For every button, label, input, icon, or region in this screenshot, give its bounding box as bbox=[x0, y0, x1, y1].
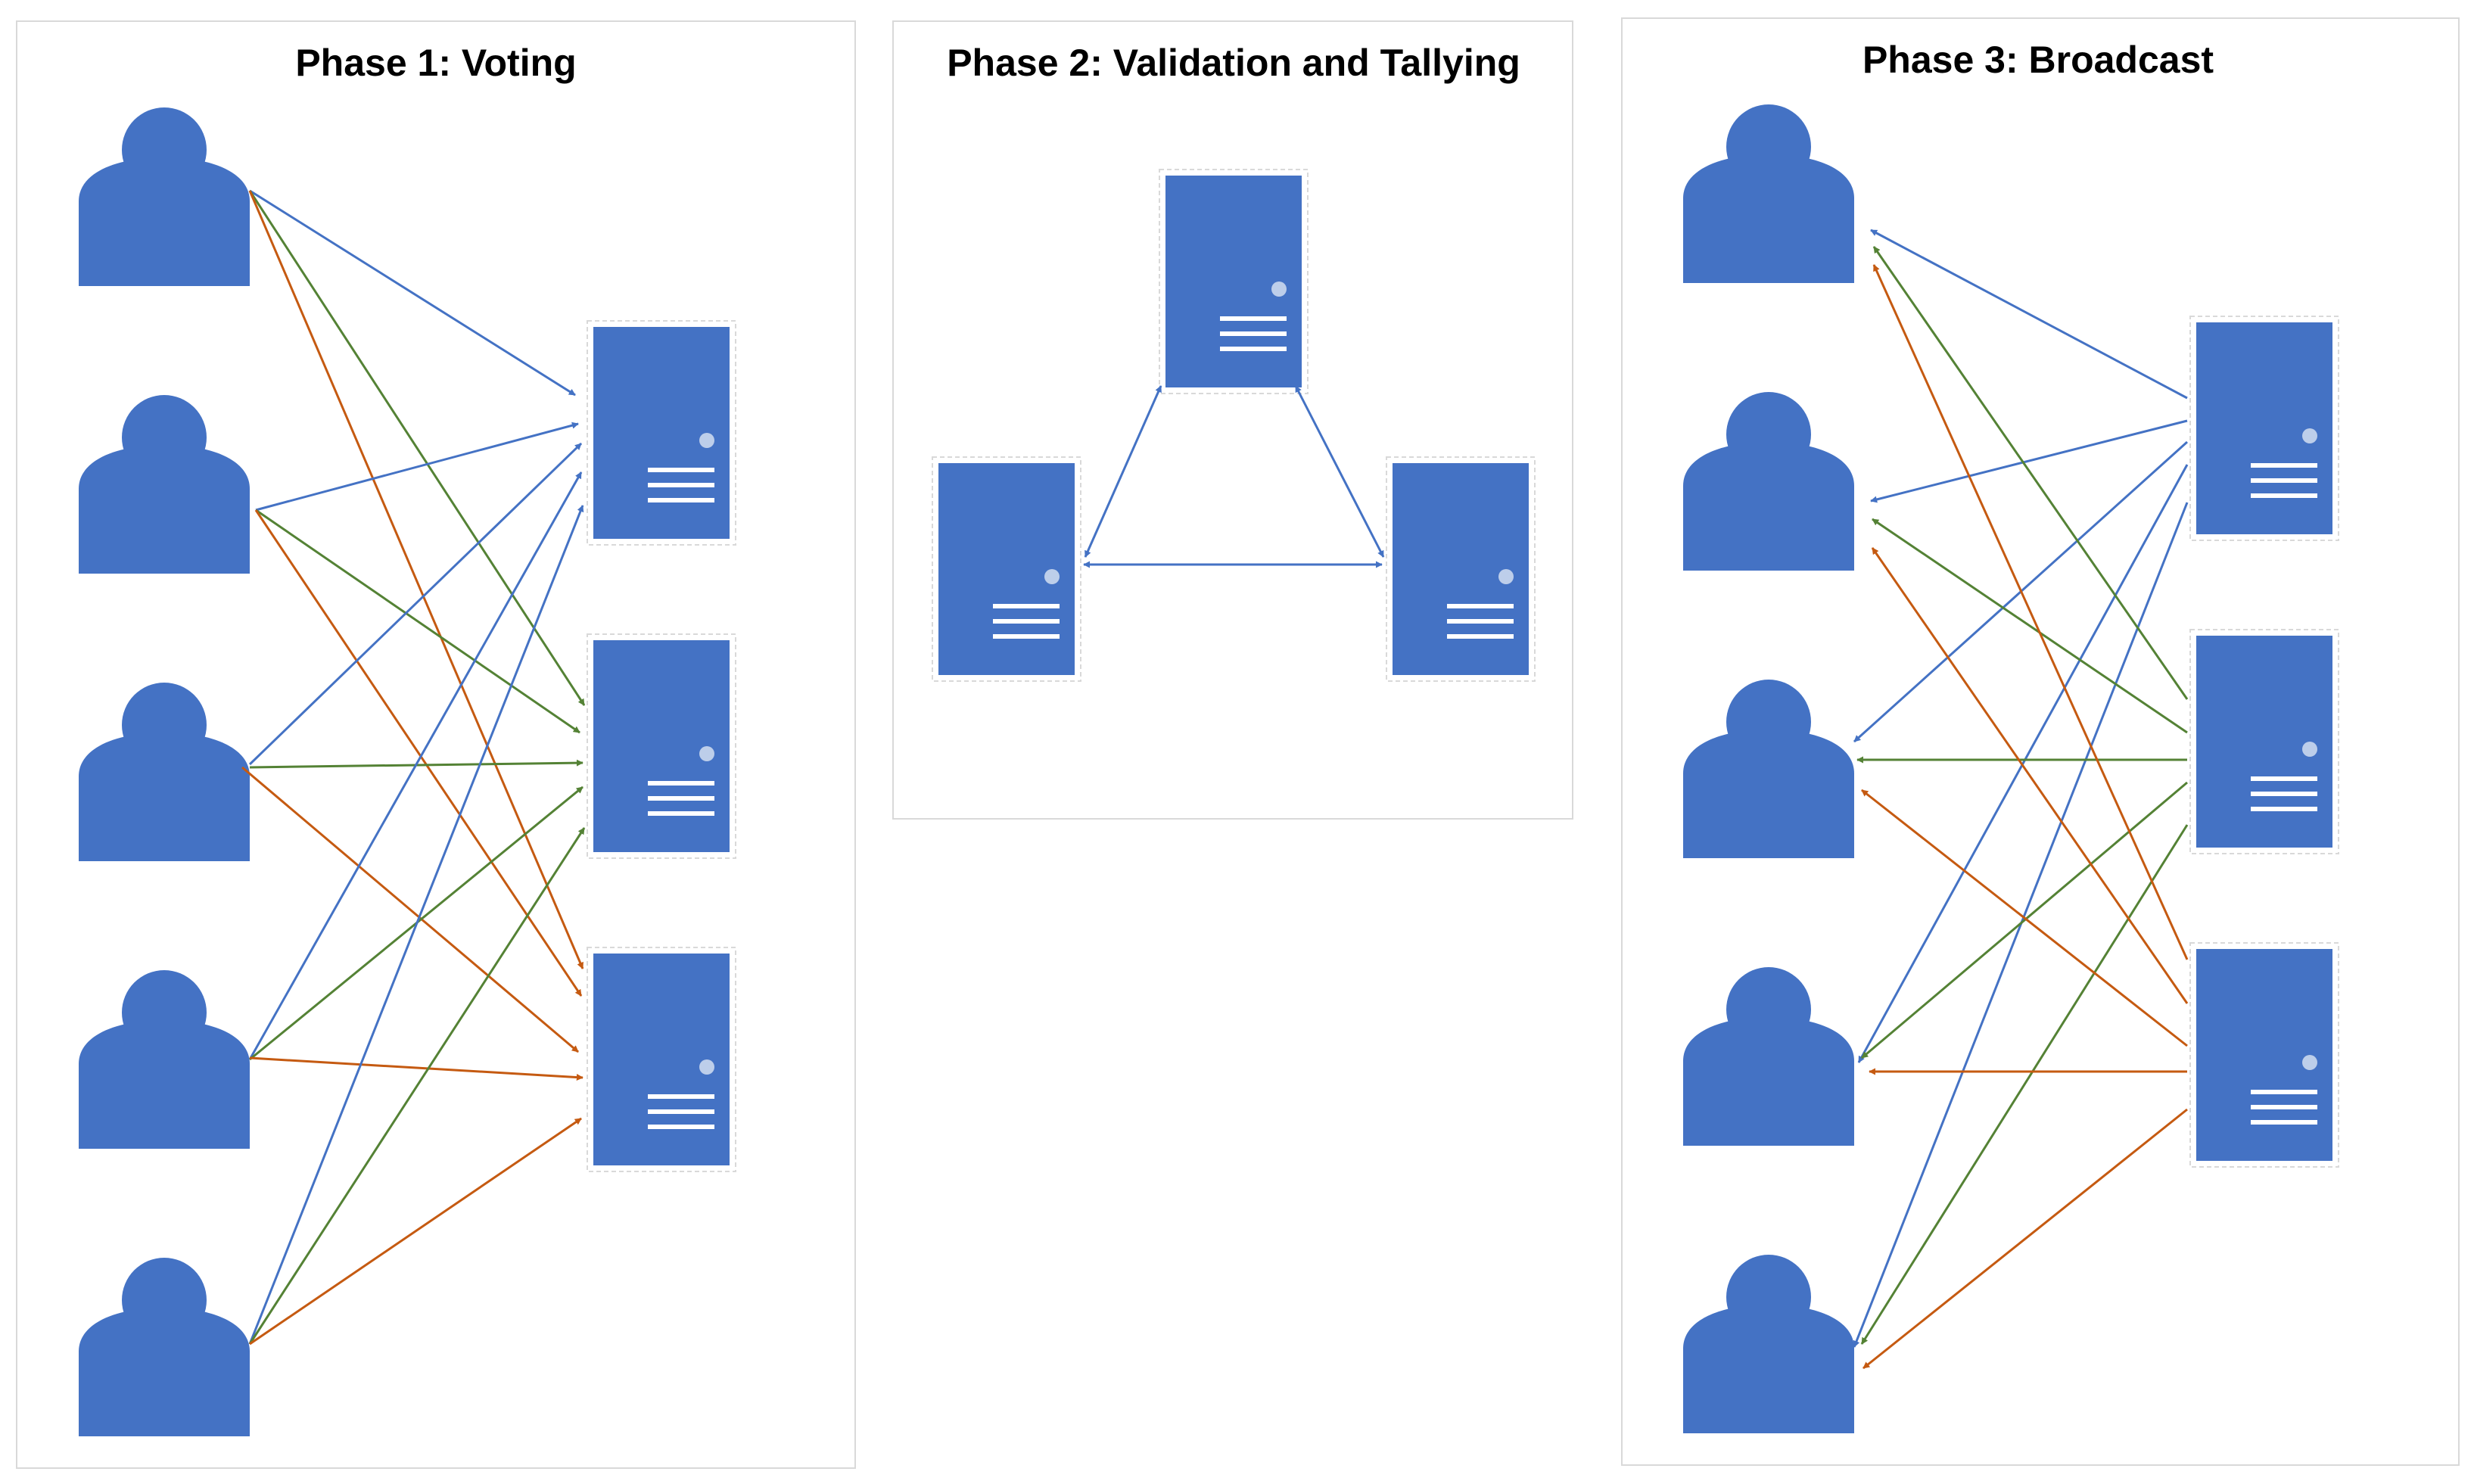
arrow bbox=[255, 509, 580, 734]
person-icon bbox=[1683, 967, 1854, 1146]
phase2-panel bbox=[892, 20, 1573, 820]
person-icon bbox=[1683, 392, 1854, 571]
phase1-voters bbox=[79, 107, 250, 1436]
server-icon bbox=[2189, 629, 2339, 854]
arrow bbox=[248, 442, 583, 766]
phase3-servers bbox=[2189, 316, 2339, 1168]
phase2-arrows bbox=[1083, 385, 1385, 568]
server-icon bbox=[932, 456, 1081, 682]
person-icon bbox=[1683, 680, 1854, 858]
server-icon bbox=[587, 320, 736, 546]
server-icon bbox=[1386, 456, 1536, 682]
phase3-voters bbox=[1683, 104, 1854, 1433]
arrow bbox=[1872, 246, 2189, 700]
phase1-arrows bbox=[241, 189, 586, 1346]
person-icon bbox=[79, 395, 250, 574]
person-icon bbox=[79, 1258, 250, 1436]
phase1-servers bbox=[587, 320, 736, 1172]
person-icon bbox=[79, 970, 250, 1149]
server-icon bbox=[2189, 942, 2339, 1168]
arrow bbox=[1857, 464, 2189, 1063]
arrow bbox=[248, 471, 583, 1060]
arrow bbox=[249, 1117, 582, 1346]
arrow bbox=[241, 766, 579, 1053]
server-icon bbox=[1159, 169, 1309, 394]
arrow bbox=[249, 189, 576, 397]
arrow bbox=[1860, 824, 2189, 1345]
person-icon bbox=[79, 107, 250, 286]
arrow bbox=[1870, 419, 2188, 503]
bidirectional-arrow bbox=[1294, 385, 1385, 558]
phase1-panel bbox=[16, 20, 856, 1469]
bidirectional-arrow bbox=[1084, 385, 1162, 558]
arrow bbox=[248, 190, 586, 706]
arrow bbox=[1861, 781, 2188, 1059]
phase2-title: Phase 2: Validation and Tallying bbox=[947, 42, 1520, 84]
server-icon bbox=[587, 633, 736, 859]
arrow bbox=[248, 505, 584, 1345]
server-icon bbox=[587, 947, 736, 1172]
phase3-arrows bbox=[1853, 229, 2189, 1370]
server-icon bbox=[2189, 316, 2339, 541]
arrow bbox=[248, 190, 584, 969]
arrow bbox=[1872, 518, 2188, 734]
person-icon bbox=[79, 683, 250, 861]
arrow bbox=[1863, 1108, 2188, 1370]
arrow bbox=[248, 827, 586, 1345]
arrow bbox=[249, 1056, 583, 1081]
person-icon bbox=[1683, 1255, 1854, 1433]
arrow bbox=[1870, 229, 2188, 400]
person-icon bbox=[1683, 104, 1854, 283]
arrow bbox=[1861, 789, 2188, 1047]
phase1-title: Phase 1: Voting bbox=[295, 42, 576, 84]
phase2-servers bbox=[932, 169, 1536, 682]
phase3-panel bbox=[1621, 17, 2460, 1466]
arrow bbox=[1872, 264, 2189, 960]
arrow bbox=[255, 422, 579, 512]
phase3-title: Phase 3: Broadcast bbox=[1863, 39, 2214, 81]
arrow bbox=[1871, 547, 2189, 1004]
